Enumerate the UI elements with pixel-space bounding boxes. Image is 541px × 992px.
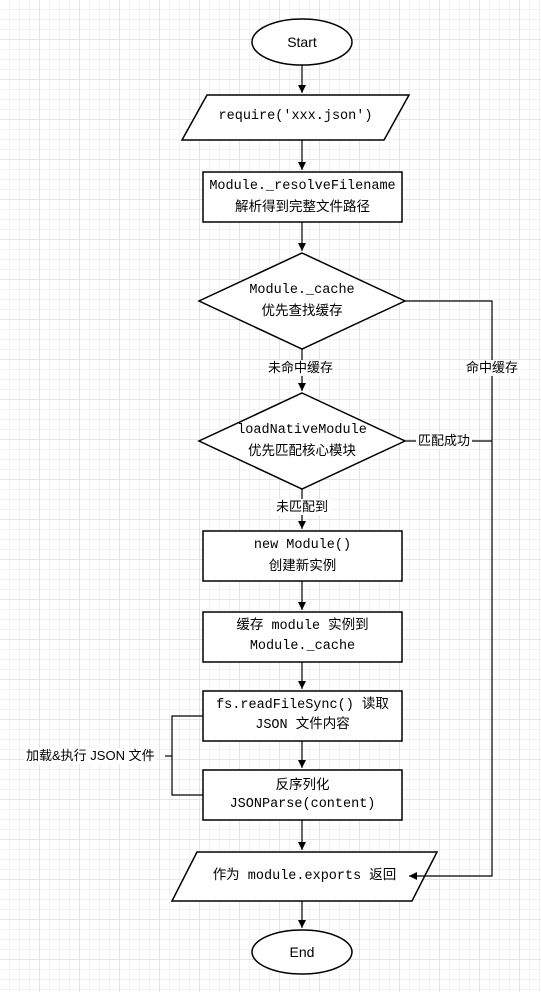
parse-line1: 反序列化 xyxy=(275,777,330,792)
return-io-shape xyxy=(170,851,439,902)
new-module-label: new Module() 创建新实例 xyxy=(203,536,402,576)
new-module-line1: new Module() xyxy=(253,538,352,553)
new-module-box xyxy=(202,530,403,582)
native-check-label: loadNativeModule 优先匹配核心模块 xyxy=(212,421,392,461)
cache-miss-label: 未命中缓存 xyxy=(266,360,336,376)
edge-cache-hit xyxy=(405,300,493,880)
end-label: End xyxy=(289,944,315,960)
new-module-line2: 创建新实例 xyxy=(268,558,337,573)
read-file-label: fs.readFileSync() 读取 JSON 文件内容 xyxy=(203,696,402,736)
require-io-shape xyxy=(180,94,411,141)
cache-store-line1: 缓存 module 实例到 xyxy=(236,619,369,634)
read-file-line1: fs.readFileSync() 读取 xyxy=(216,698,389,713)
cache-store-box xyxy=(202,611,403,663)
resolve-filename-box xyxy=(202,171,403,223)
read-file-box xyxy=(202,690,403,742)
end-terminal xyxy=(251,929,353,975)
native-check-line1: loadNativeModule xyxy=(237,423,367,438)
cache-check-line2: 优先查找缓存 xyxy=(261,303,343,318)
cache-check-label: Module._cache 优先查找缓存 xyxy=(212,281,392,321)
require-label: require('xxx.json') xyxy=(218,109,373,124)
resolve-line1: Module._resolveFilename xyxy=(209,179,396,194)
load-group-bracket xyxy=(171,715,203,796)
native-check-line2: 优先匹配核心模块 xyxy=(248,443,356,458)
return-label: 作为 module.exports 返回 xyxy=(212,869,397,884)
cache-hit-label: 命中缓存 xyxy=(464,360,521,376)
resolve-line2: 解析得到完整文件路径 xyxy=(235,199,370,214)
cache-store-label: 缓存 module 实例到 Module._cache xyxy=(203,617,402,657)
parse-box xyxy=(202,769,403,821)
resolve-label: Module._resolveFilename 解析得到完整文件路径 xyxy=(196,177,409,217)
load-group-label: 加载&执行 JSON 文件 xyxy=(24,748,157,764)
native-match-label: 匹配成功 xyxy=(416,433,473,449)
parse-line2: JSONParse(content) xyxy=(229,797,376,812)
cache-store-line2: Module._cache xyxy=(249,639,356,654)
native-miss-label: 未匹配到 xyxy=(274,499,331,515)
parse-label: 反序列化 JSONParse(content) xyxy=(203,775,402,815)
read-file-line2: JSON 文件内容 xyxy=(255,718,350,733)
cache-check-line1: Module._cache xyxy=(249,283,355,298)
start-label: Start xyxy=(287,34,317,50)
